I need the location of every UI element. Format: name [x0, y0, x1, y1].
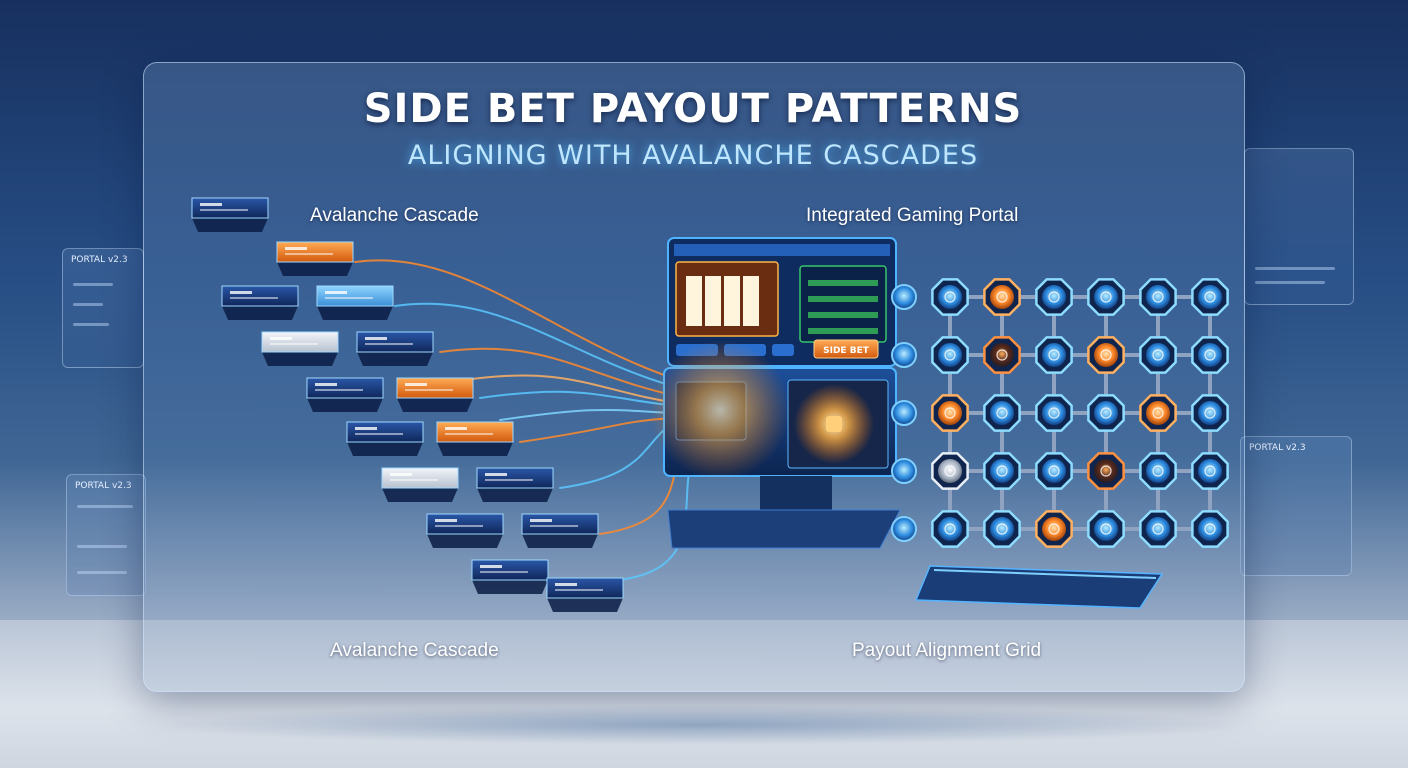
floor: [0, 620, 1408, 768]
grid-node: [1035, 452, 1073, 490]
cascade-tile: [521, 513, 599, 548]
grid-node: [931, 452, 969, 490]
cascade-tiles: [191, 197, 624, 612]
slot-reel: [724, 276, 740, 326]
floor-shadow: [150, 705, 1250, 745]
label-gaming-portal: Integrated Gaming Portal: [806, 205, 1019, 226]
grid-node: [1087, 510, 1125, 548]
cascade-tile: [546, 577, 624, 612]
bet-list-row: [808, 296, 878, 302]
portal-header-bar: [674, 244, 890, 256]
grid-node: [891, 400, 917, 426]
cascade-tile: [426, 513, 504, 548]
side-panel-title: PORTAL v2.3: [71, 255, 128, 265]
payout-alignment-grid: [891, 278, 1229, 548]
side-panel-left-bottom: PORTAL v2.3: [66, 474, 146, 596]
grid-node: [1191, 336, 1229, 374]
label-cascade-bottom: Avalanche Cascade: [330, 640, 499, 661]
energy-burst: [650, 340, 790, 480]
grid-node: [931, 510, 969, 548]
grid-node: [1087, 394, 1125, 432]
monitor-base: [667, 509, 901, 549]
side-panel-title: PORTAL v2.3: [75, 481, 132, 491]
bonus-gem-icon: [826, 416, 842, 432]
side-panel-row: [73, 323, 109, 326]
side-panel-row: [73, 283, 113, 286]
grid-node: [1191, 510, 1229, 548]
slot-reel: [743, 276, 759, 326]
side-panel-row: [77, 505, 133, 508]
grid-node: [1191, 394, 1229, 432]
grid-node: [931, 394, 969, 432]
cascade-tile: [221, 285, 299, 320]
monitor-stand: [760, 476, 832, 510]
side-panel-left-top: PORTAL v2.3: [62, 248, 144, 368]
grid-node: [1139, 394, 1177, 432]
side-panel-title: PORTAL v2.3: [1249, 443, 1306, 453]
cascade-tile: [396, 377, 474, 412]
label-cascade-top: Avalanche Cascade: [310, 205, 479, 226]
cascade-tile: [261, 331, 339, 366]
cascade-tile: [346, 421, 424, 456]
side-bet-button-label: SIDE BET: [823, 346, 870, 356]
side-panel-row: [73, 303, 103, 306]
cascade-tile: [276, 241, 354, 276]
cascade-tile: [306, 377, 384, 412]
grid-node: [983, 510, 1021, 548]
grid-node: [983, 278, 1021, 316]
side-panel-right-bottom: PORTAL v2.3: [1240, 436, 1352, 576]
grid-node: [1035, 278, 1073, 316]
cascade-tile: [436, 421, 514, 456]
grid-node: [983, 336, 1021, 374]
grid-node: [1087, 278, 1125, 316]
grid-node: [1035, 336, 1073, 374]
grid-node: [931, 336, 969, 374]
bet-list-row: [808, 280, 878, 286]
cascade-tile: [316, 285, 394, 320]
grid-node: [931, 278, 969, 316]
gaming-portal-monitor: SIDE BET: [650, 237, 901, 549]
grid-node: [1191, 278, 1229, 316]
side-panel-row: [77, 571, 127, 574]
cascade-tile: [476, 467, 554, 502]
grid-node: [983, 394, 1021, 432]
grid-node: [1139, 510, 1177, 548]
page-title: SIDE BET PAYOUT PATTERNS: [363, 86, 1023, 132]
grid-node: [891, 284, 917, 310]
grid-node: [1087, 452, 1125, 490]
label-payout-grid: Payout Alignment Grid: [852, 640, 1042, 661]
side-panel-row: [1255, 267, 1335, 270]
grid-node: [1035, 510, 1073, 548]
page-subtitle: ALIGNING WITH AVALANCHE CASCADES: [407, 140, 979, 171]
grid-node: [891, 516, 917, 542]
cascade-tile: [191, 197, 269, 232]
grid-node: [1139, 452, 1177, 490]
grid-node: [891, 458, 917, 484]
grid-node: [891, 342, 917, 368]
bet-list-row: [808, 328, 878, 334]
side-panel-row: [1255, 281, 1325, 284]
cascade-tile: [471, 559, 549, 594]
grid-node: [1035, 394, 1073, 432]
grid-node: [1191, 452, 1229, 490]
grid-node: [1139, 278, 1177, 316]
slot-reel: [686, 276, 702, 326]
grid-node: [1139, 336, 1177, 374]
bet-list-row: [808, 312, 878, 318]
cascade-tile: [356, 331, 434, 366]
grid-base-plate: [914, 565, 1164, 609]
cascade-tile: [381, 467, 459, 502]
grid-node: [983, 452, 1021, 490]
slot-reel: [705, 276, 721, 326]
side-bet-button: [813, 339, 879, 359]
grid-node: [1087, 336, 1125, 374]
side-panel-row: [77, 545, 127, 548]
portal-button: [772, 344, 794, 356]
